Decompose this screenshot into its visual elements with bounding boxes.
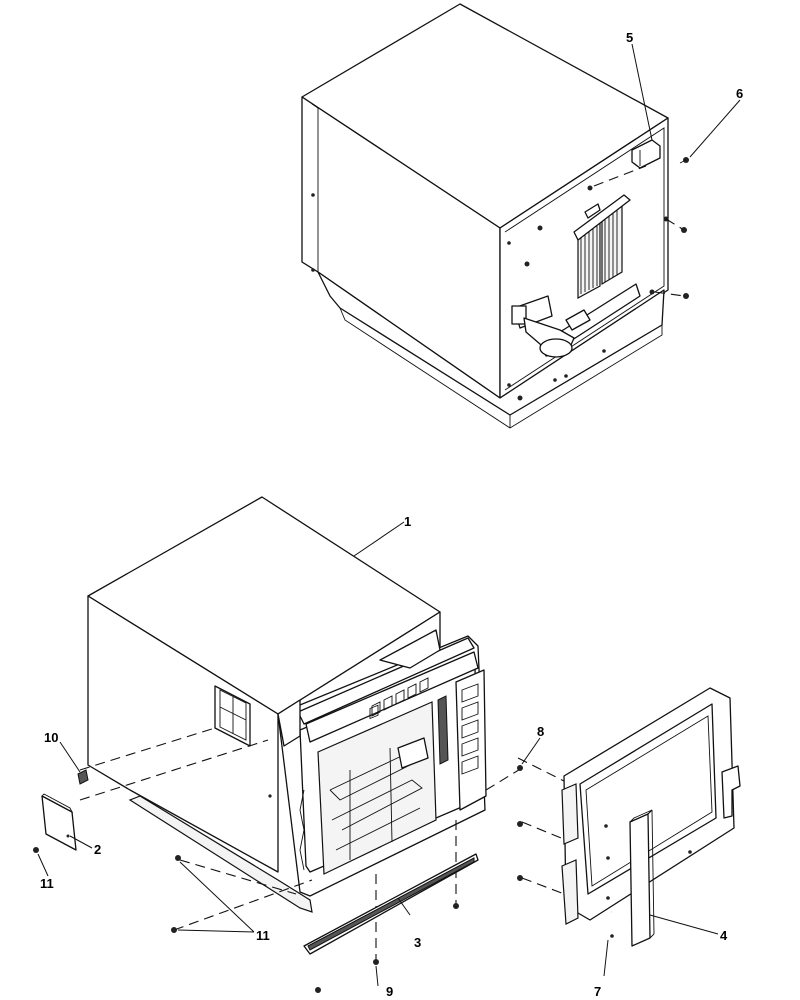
callout-6: 6 xyxy=(736,86,743,101)
callout-5: 5 xyxy=(626,30,633,45)
rear-power-cord xyxy=(511,283,641,358)
part-8-screws xyxy=(517,765,523,881)
part-2-cover-plate xyxy=(41,793,77,851)
part-6-screw xyxy=(679,157,689,164)
callout-labels: 5 6 1 10 8 2 11 11 3 4 9 7 xyxy=(40,30,743,999)
rear-view-assembly xyxy=(301,3,741,429)
callout-11-left: 11 xyxy=(40,876,54,891)
rear-base xyxy=(317,271,665,416)
rear-left-lip xyxy=(301,97,319,273)
cabinet-base xyxy=(128,795,313,913)
part-4-handle-bar xyxy=(629,809,655,947)
callout-9: 9 xyxy=(386,984,393,999)
part-9-screw xyxy=(315,903,459,993)
cabinet-side xyxy=(87,595,279,873)
front-view-assembly xyxy=(33,496,741,993)
callout-8: 8 xyxy=(537,724,544,739)
front-frame xyxy=(277,629,487,897)
door-window xyxy=(579,703,717,895)
callout-1: 1 xyxy=(404,514,411,529)
part-10-screw xyxy=(77,769,89,785)
callout-2: 2 xyxy=(94,842,101,857)
callout-7: 7 xyxy=(594,984,601,999)
part-11-screws xyxy=(33,847,181,933)
part-3-seal-strip xyxy=(303,853,479,955)
door-assembly xyxy=(561,687,741,938)
rear-vents xyxy=(573,194,631,300)
callout-11-bottom: 11 xyxy=(256,928,270,943)
callout-3: 3 xyxy=(414,935,421,950)
callout-10: 10 xyxy=(44,730,58,745)
callout-4: 4 xyxy=(720,928,728,943)
